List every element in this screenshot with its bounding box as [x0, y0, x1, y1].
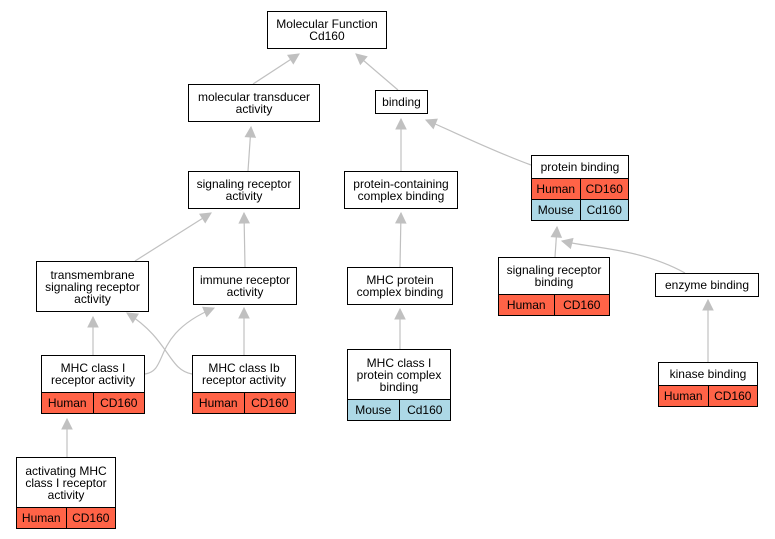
gene-cell: CD160	[243, 393, 295, 413]
go-term-label: signaling receptor binding	[506, 263, 602, 289]
species-cell: Human	[17, 508, 66, 528]
edge-arrowhead	[355, 53, 368, 66]
edge-arrowhead	[202, 306, 216, 318]
edge-arrowhead	[238, 211, 251, 224]
go-term-node-immune-receptor[interactable]: immune receptor activity	[193, 267, 297, 305]
go-term-label: activating MHC class I receptor activity	[25, 463, 107, 502]
gene-cell: CD160	[579, 179, 628, 199]
gene-cell: CD160	[707, 386, 757, 406]
go-term-label: Molecular Function Cd160	[276, 17, 378, 43]
edge-arrowhead	[238, 306, 250, 319]
go-term-node-molecular-transducer[interactable]: molecular transducer activity	[188, 84, 320, 122]
go-term-label: protein-containing complex binding	[353, 177, 449, 203]
edge-transmembrane_signaling-to-signaling_receptor_activity	[134, 212, 212, 262]
edge-protein_binding-to-binding	[425, 119, 532, 166]
go-term-label: enzyme binding	[664, 278, 750, 292]
species-cell: Mouse	[532, 200, 580, 220]
edge-arrowhead	[550, 225, 563, 238]
edge-arrowhead	[395, 117, 407, 130]
species-cell: Mouse	[348, 400, 399, 420]
edge-arrowhead	[87, 315, 99, 328]
go-term-label: MHC class I protein complex binding	[356, 355, 442, 394]
edge-arrowhead	[394, 307, 406, 320]
edge-arrowhead	[244, 125, 257, 138]
species-cell: Human	[193, 393, 244, 413]
go-term-label: signaling receptor activity	[196, 177, 292, 203]
gene-cell: CD160	[553, 295, 609, 315]
go-term-node-root[interactable]: Molecular Function Cd160	[267, 11, 387, 49]
edge-arrowhead	[702, 298, 714, 311]
go-term-node-mhc-protein-complex-binding[interactable]: MHC protein complex binding	[347, 267, 453, 305]
edge-arrowhead	[424, 118, 438, 130]
edge-arrowhead	[199, 212, 212, 224]
go-term-label: MHC class I receptor activity	[50, 361, 136, 387]
go-term-label: binding	[382, 95, 421, 109]
edge-arrowhead	[126, 312, 139, 324]
edge-arrowhead	[287, 53, 300, 65]
go-term-node-transmembrane-signaling[interactable]: transmembrane signaling receptor activit…	[36, 261, 149, 312]
go-term-node-protein-containing-complex-binding[interactable]: protein-containing complex binding	[344, 171, 458, 209]
edge-arrowhead	[560, 237, 574, 250]
go-term-label: molecular transducer activity	[197, 90, 311, 116]
edge-mhc_class_ib_receptor-to-transmembrane_signaling	[126, 312, 193, 375]
species-cell: Human	[532, 179, 580, 199]
gene-cell: CD160	[92, 393, 144, 413]
edge-arrowhead	[394, 211, 407, 224]
go-term-node-signaling-receptor-activity[interactable]: signaling receptor activity	[188, 171, 300, 209]
go-term-node-activating-mhc-class-i[interactable]: activating MHC class I receptor activity…	[16, 457, 116, 529]
species-cell: Human	[42, 393, 93, 413]
go-term-label: MHC protein complex binding	[356, 273, 444, 299]
go-term-label: MHC class Ib receptor activity	[201, 361, 287, 387]
gene-cell: Cd160	[579, 200, 628, 220]
go-term-label: immune receptor activity	[199, 273, 291, 299]
species-cell: Human	[499, 295, 554, 315]
go-term-node-binding[interactable]: binding	[375, 90, 428, 114]
go-term-label: protein binding	[540, 160, 620, 174]
species-cell: Human	[659, 386, 708, 406]
go-term-label: kinase binding	[669, 367, 747, 381]
gene-cell: Cd160	[398, 400, 450, 420]
go-term-label: transmembrane signaling receptor activit…	[45, 267, 140, 306]
edge-arrowhead	[61, 417, 73, 430]
go-term-node-enzyme-binding[interactable]: enzyme binding	[655, 273, 759, 297]
gene-cell: CD160	[65, 508, 115, 528]
